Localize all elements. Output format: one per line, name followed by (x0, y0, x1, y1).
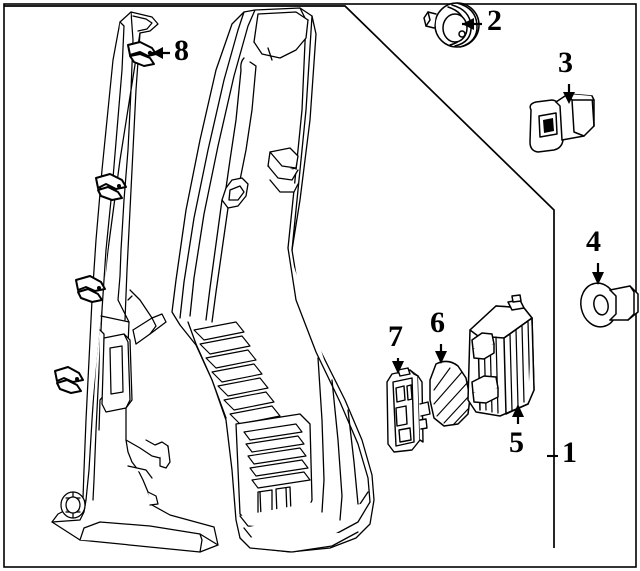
part-7-bracket (386, 367, 431, 453)
callout-6-leader (435, 344, 447, 364)
callout-label-5: 5 (509, 426, 524, 459)
callout-label-1: 1 (562, 436, 577, 469)
callout-label-8: 8 (174, 34, 189, 67)
left-pillar-retention-clips (54, 41, 157, 394)
callout-label-6: 6 (430, 306, 445, 339)
callout-label-7: 7 (388, 320, 403, 353)
callout-2-leader (462, 18, 482, 30)
part-4-rivet (580, 282, 639, 328)
callout-3-leader (563, 84, 575, 104)
part-5-speaker-module (467, 294, 535, 417)
callout-8-leader (152, 47, 170, 59)
callout-label-3: 3 (558, 46, 573, 79)
diagram-frame (3, 3, 637, 568)
part-6-foam-pad (429, 360, 471, 427)
callout-label-4: 4 (586, 225, 601, 258)
center-pillar-trim-panel (171, 7, 375, 553)
group-boundary-line (4, 5, 555, 548)
callout-4-leader (592, 263, 604, 285)
callout-5-leader (512, 404, 524, 424)
callout-leaders (152, 18, 604, 424)
part-3-socket-clip (529, 93, 595, 153)
callout-7-leader (392, 358, 404, 374)
left-pillar-trim-panel (51, 11, 219, 553)
callout-label-2: 2 (487, 4, 502, 37)
